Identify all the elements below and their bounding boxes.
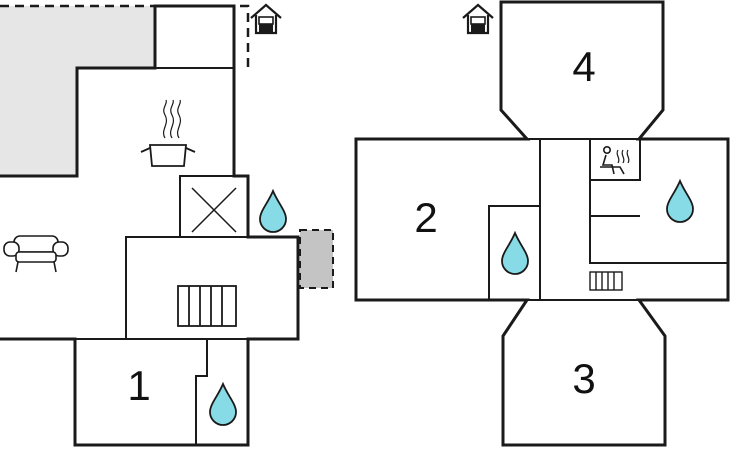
house-entrance-icon [461, 3, 495, 35]
left-building: 1 [0, 3, 334, 447]
interior-wall [488, 205, 540, 300]
interior-wall [590, 139, 641, 181]
right-building: 2 3 4 [354, 0, 730, 447]
terrace-dashed-border [0, 4, 250, 68]
interior-wall [125, 236, 298, 339]
water-drop-icon [209, 383, 237, 426]
closet-cross [191, 187, 237, 233]
sauna-icon [600, 146, 630, 175]
room-label-4: 4 [572, 43, 595, 90]
sofa-icon [3, 235, 69, 273]
room-label-2: 2 [414, 194, 437, 241]
house-entrance-icon [249, 3, 283, 35]
room-label-3: 3 [572, 355, 595, 402]
water-drop-icon [666, 180, 694, 223]
terrace-area [0, 6, 155, 175]
outdoor-block [299, 229, 334, 289]
radiator-icon [589, 271, 623, 291]
interior-wall [179, 175, 248, 237]
interior-wall [195, 339, 208, 445]
water-drop-icon [259, 190, 287, 233]
interior-wall [589, 139, 728, 264]
right-building-outer-wall [354, 0, 730, 447]
stairs-icon [177, 285, 237, 327]
water-drop-icon [501, 232, 529, 275]
room-label-1: 1 [127, 362, 150, 409]
kitchen-pot-icon [140, 99, 196, 167]
